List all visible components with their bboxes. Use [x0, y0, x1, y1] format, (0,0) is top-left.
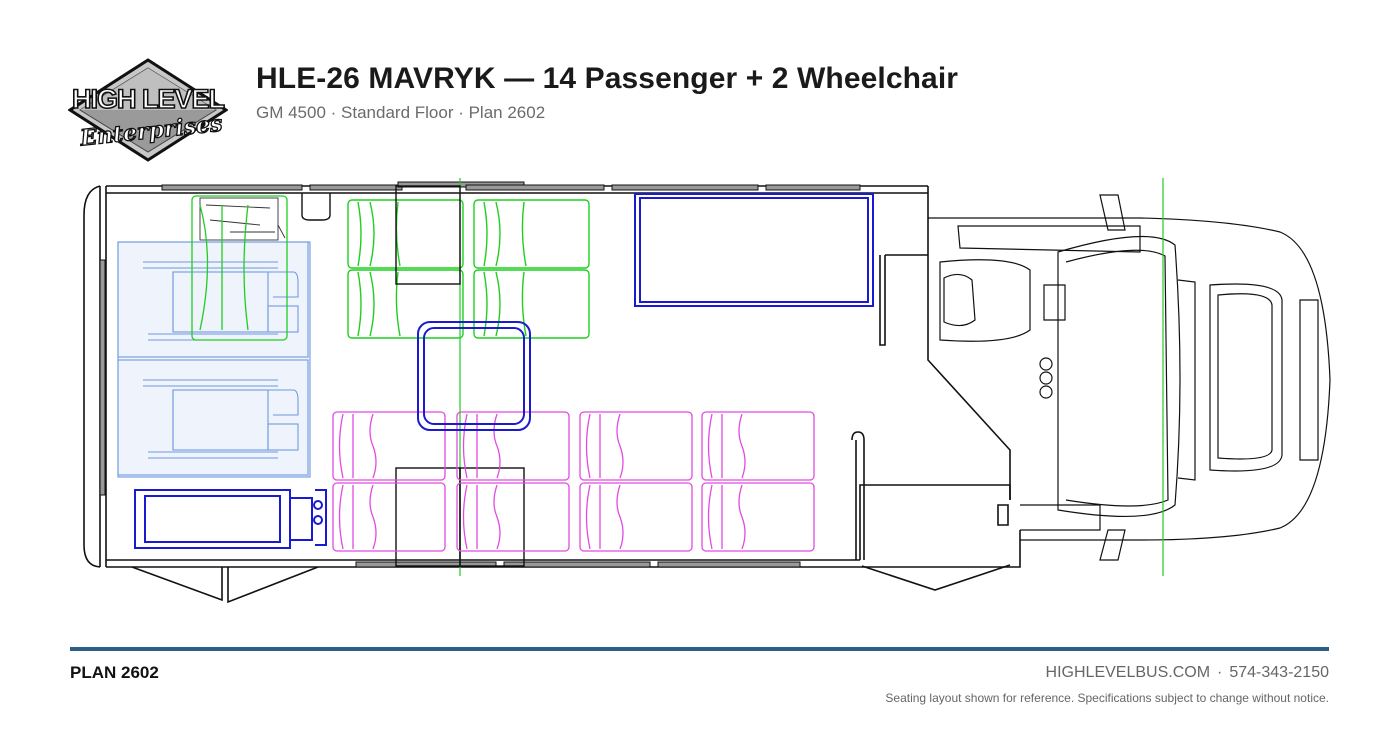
website-link[interactable]: HIGHLEVELBUS.COM: [1045, 664, 1211, 681]
phone-number[interactable]: 574-343-2150: [1229, 664, 1329, 681]
footer-divider: [70, 647, 1329, 651]
contact-line: HIGHLEVELBUS.COM · 574-343-2150: [1046, 664, 1329, 682]
cab-outline: [928, 194, 1331, 561]
wheelchair-lift: [134, 489, 327, 549]
contact-separator: ·: [1217, 664, 1223, 681]
disclaimer: Seating layout shown for reference. Spec…: [885, 691, 1329, 705]
storage-notch: [301, 193, 331, 221]
folding-seat: [191, 195, 288, 341]
page-title: HLE-26 MAVRYK — 14 Passenger + 2 Wheelch…: [256, 62, 959, 95]
side-windows: [99, 181, 861, 568]
logo-line1: HIGH LEVEL: [72, 84, 225, 114]
wheelchair-positions: [117, 241, 311, 478]
rear-heater-unit: [199, 197, 286, 241]
rear-seat-group: [332, 411, 815, 552]
plan-code: PLAN 2602: [70, 663, 159, 682]
front-seat-group: [347, 199, 590, 339]
luggage-rack: [634, 193, 874, 307]
page-subtitle: GM 4500 · Standard Floor · Plan 2602: [256, 103, 546, 122]
seat-pedestal-blocks: [395, 185, 525, 567]
high-level-logo: HIGH LEVEL Enterprises: [68, 58, 228, 162]
aisle-platform: [417, 321, 531, 431]
